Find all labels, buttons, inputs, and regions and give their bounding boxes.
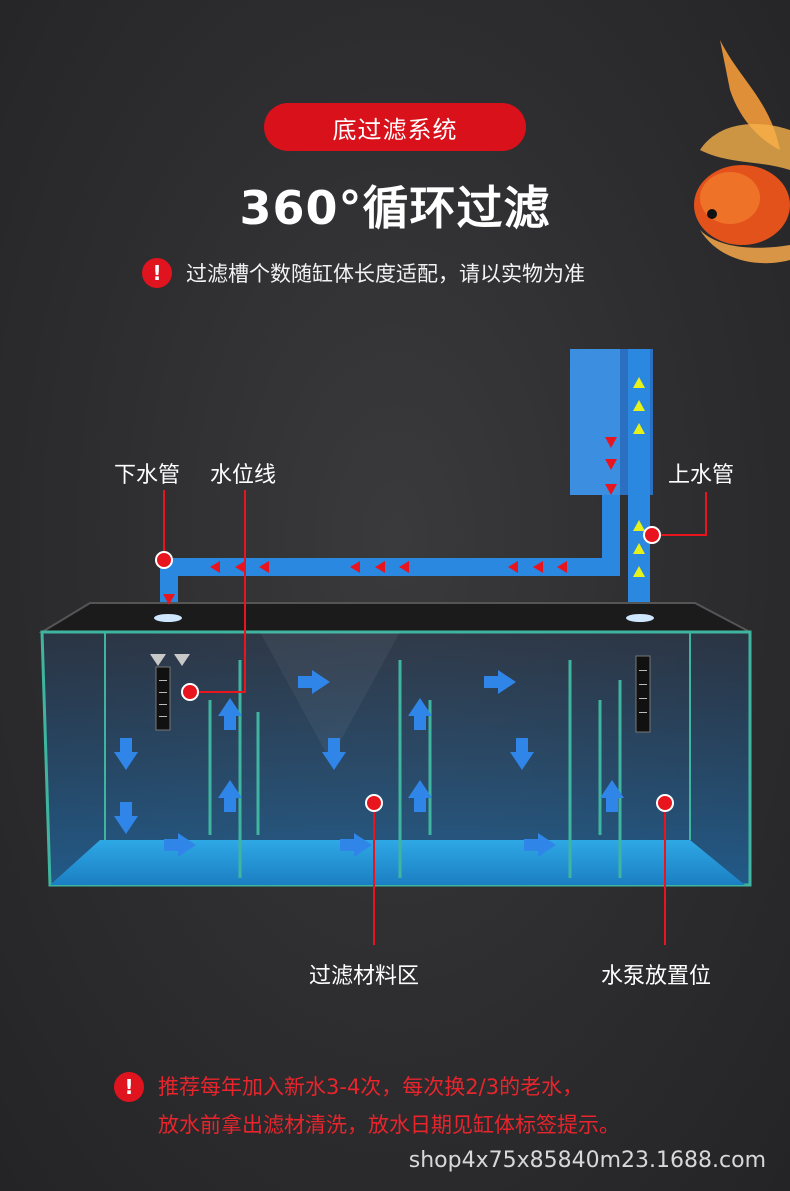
return-pipe bbox=[160, 558, 620, 576]
label-drain-pipe: 下水管 bbox=[114, 463, 181, 488]
label-inlet-pipe: 上水管 bbox=[668, 463, 735, 488]
water-level-gauge bbox=[155, 666, 171, 731]
top-notice-text: 过滤槽个数随缸体长度适配，请以实物为准 bbox=[186, 262, 585, 286]
label-pump-slot: 水泵放置位 bbox=[601, 964, 712, 989]
pipe-flow-arrows bbox=[163, 437, 617, 605]
label-water-level: 水位线 bbox=[210, 463, 277, 488]
inlet-pipe bbox=[628, 349, 650, 613]
label-filter-zone: 过滤材料区 bbox=[309, 964, 420, 989]
exclamation-icon: ! bbox=[114, 1072, 144, 1102]
tank-flow-arrows bbox=[114, 670, 624, 857]
section-badge: 底过滤系统 bbox=[264, 103, 526, 151]
inlet-flow-arrows bbox=[633, 377, 645, 577]
bottom-notice-line2: 放水前拿出滤材清洗，放水日期见缸体标签提示。 bbox=[158, 1113, 620, 1137]
tank-floor bbox=[50, 840, 745, 885]
tank-body bbox=[40, 630, 752, 887]
page-title: 360°循环过滤 bbox=[239, 181, 551, 235]
goldfish-icon bbox=[694, 40, 790, 264]
exclamation-icon: ! bbox=[142, 258, 172, 288]
callout-dots bbox=[155, 526, 674, 812]
bottom-notice: ! 推荐每年加入新水3-4次，每次换2/3的老水， 放水前拿出滤材清洗，放水日期… bbox=[114, 1068, 620, 1144]
bottom-notice-line1: 推荐每年加入新水3-4次，每次换2/3的老水， bbox=[158, 1075, 584, 1099]
top-notice: ! 过滤槽个数随缸体长度适配，请以实物为准 bbox=[142, 258, 585, 288]
shop-watermark: shop4x75x85840m23.1688.com bbox=[408, 1148, 766, 1173]
partitions bbox=[208, 660, 622, 878]
callout-lines bbox=[163, 490, 707, 945]
